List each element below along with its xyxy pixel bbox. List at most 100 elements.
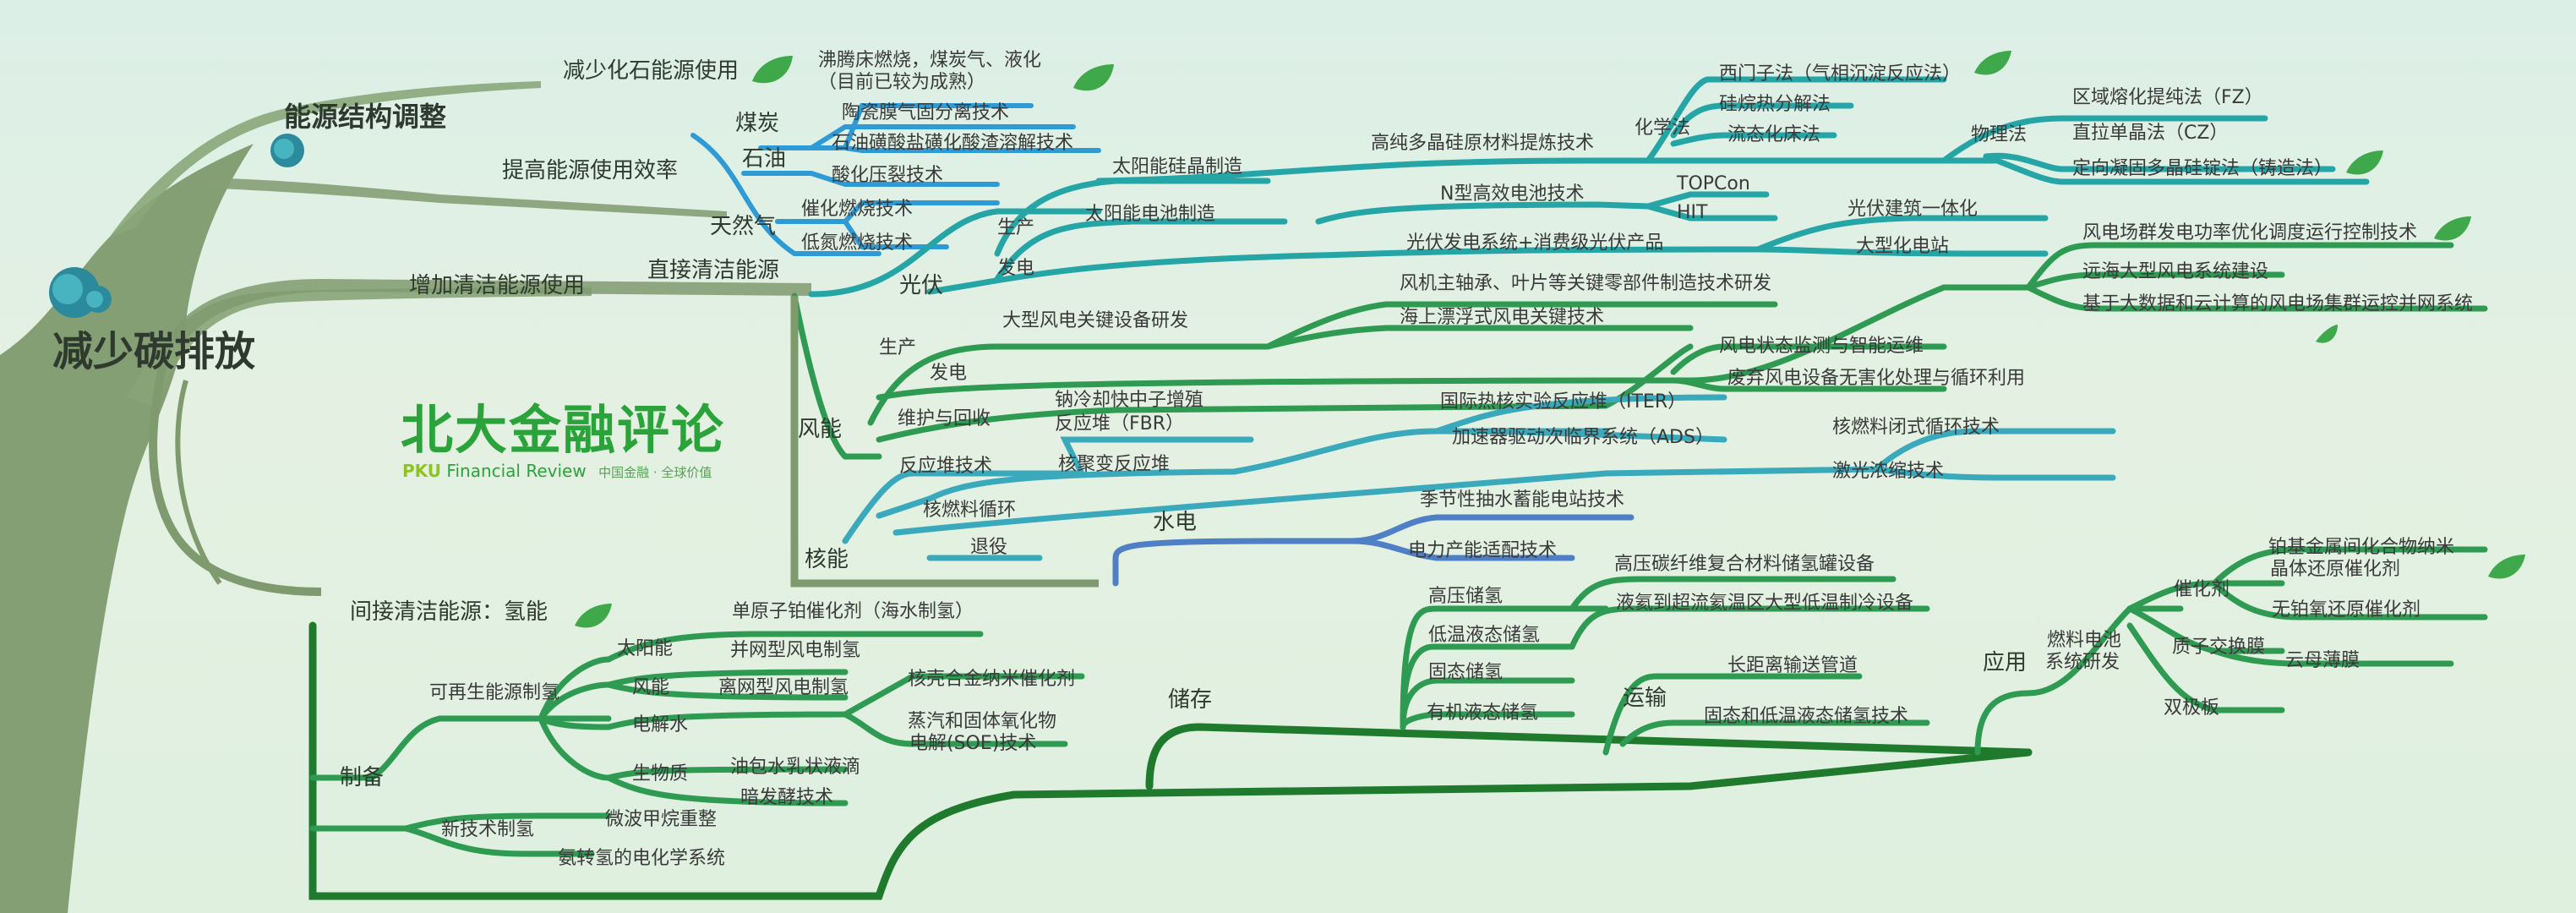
hydrogen-new-tech: 新技术制氢 xyxy=(441,819,535,840)
storage-tech-1: 高压碳纤维复合材料储氢罐设备 xyxy=(1614,554,1875,575)
wind-maintain: 维护与回收 xyxy=(898,408,991,429)
storage-4: 有机液态储氢 xyxy=(1427,703,1539,724)
hydrogen-solar: 太阳能 xyxy=(617,638,674,659)
reduce-fossil-label: 减少化石能源使用 xyxy=(563,58,740,84)
wind-equipment: 大型风电关键设备研发 xyxy=(1002,310,1189,331)
gas-item-2: 低氮燃烧技术 xyxy=(801,232,914,254)
coal-item-3: 陶瓷膜气固分离技术 xyxy=(842,102,1010,123)
bipolar: 双极板 xyxy=(2164,697,2220,719)
fuel-cell: 燃料电池 xyxy=(2047,630,2122,651)
hydrogen-new-2: 氨转氢的电化学系统 xyxy=(558,848,726,869)
wind-gen-1: 风电场群发电功率优化调度运行控制技术 xyxy=(2082,222,2418,243)
hydrogen-application: 应用 xyxy=(1983,650,2028,675)
tree-branch-lower xyxy=(149,336,322,596)
hydrogen-bio-2: 暗发酵技术 xyxy=(740,787,834,808)
pv-produce: 生产 xyxy=(997,217,1035,238)
membrane: 质子交换膜 xyxy=(2172,637,2266,658)
wind-gen-2: 远海大型风电系统建设 xyxy=(2082,261,2269,282)
transport-1: 长距离输送管道 xyxy=(1727,655,1858,676)
hydrogen-storage: 储存 xyxy=(1168,687,1213,713)
pv-branches xyxy=(808,76,2370,298)
pv-silicon-mfg: 太阳能硅晶制造 xyxy=(1112,156,1243,178)
hydro-1: 季节性抽水蓄能电站技术 xyxy=(1420,489,1625,511)
hydro-branches xyxy=(1112,514,1635,587)
hydrogen-transport: 运输 xyxy=(1623,686,1667,711)
storage-1: 高压储氢 xyxy=(1428,586,1504,607)
pv-phys-1: 区域熔化提纯法（FZ） xyxy=(2072,87,2263,108)
hydrogen-elec-3: 电解(SOE)技术 xyxy=(909,733,1037,754)
brand-title: 北大金融评论 xyxy=(401,399,726,461)
hydrogen-renewable: 可再生能源制氢 xyxy=(429,682,560,703)
improve-efficiency-label: 提高能源使用效率 xyxy=(502,158,679,183)
hydro-2: 电力产能适配技术 xyxy=(1408,540,1558,561)
pv-system: 光伏发电系统+消费级光伏产品 xyxy=(1406,232,1664,254)
hydrogen-solar-item: 单原子铂催化剂（海水制氢） xyxy=(732,601,974,622)
hydrogen-wind: 风能 xyxy=(632,677,670,698)
pv-cell-mfg: 太阳能电池制造 xyxy=(1085,204,1216,225)
catalyst-1: 铂基金属间化合物纳米 xyxy=(2268,537,2455,558)
hydrogen-bio-1: 油包水乳状液滴 xyxy=(730,757,861,778)
storage-2: 低温液态储氢 xyxy=(1428,625,1541,646)
brand-slogan: 中国金融 · 全球价值 xyxy=(598,465,712,480)
tree-branch-efficiency xyxy=(186,178,727,218)
hydrogen-wind-2: 离网型风电制氢 xyxy=(718,677,849,698)
pv-chem-2: 硅烷热分解法 xyxy=(1719,94,1831,115)
direct-clean-label: 直接清洁能源 xyxy=(647,258,780,283)
nuclear-fbr-2: 反应堆（FBR） xyxy=(1055,413,1185,435)
hydrogen-elec-2: 蒸汽和固体氧化物 xyxy=(908,711,1057,732)
hydrogen-electrolysis: 电解水 xyxy=(632,714,689,735)
catalyst-3: 无铂氧还原催化剂 xyxy=(2272,599,2421,621)
increase-clean-label: 增加清洁能源使用 xyxy=(409,273,586,298)
tree-branch-hydrogen xyxy=(175,380,222,585)
wind-produce: 生产 xyxy=(879,337,917,358)
pv-generate: 发电 xyxy=(997,258,1035,279)
indirect-clean-label: 间接清洁能源：氢能 xyxy=(350,599,548,625)
brand-en-name: Financial Review xyxy=(446,461,587,481)
storage-tech-2: 液氦到超流氦温区大型低温制冷设备 xyxy=(1616,593,1914,614)
pv-system-2: 大型化电站 xyxy=(1856,236,1950,257)
coal-item-4: 石油磺酸盐磺化酸渣溶解技术 xyxy=(832,133,1074,154)
nuclear-label: 核能 xyxy=(805,547,849,572)
hydrogen-new-1: 微波甲烷重整 xyxy=(605,809,718,830)
hydrogen-branches xyxy=(309,546,2488,857)
pv-topcon: TOPCon xyxy=(1677,173,1750,194)
wind-equip-2: 海上漂浮式风电关键技术 xyxy=(1400,307,1605,328)
hydrogen-bio: 生物质 xyxy=(632,763,689,785)
gas-item-1: 催化燃烧技术 xyxy=(801,199,914,220)
wind-maint-2: 废弃风电设备无害化处理与循环利用 xyxy=(1727,368,2026,389)
pv-phys-3: 定向凝固多晶硅锭法（铸造法） xyxy=(2072,158,2333,179)
brand-pku: PKU xyxy=(402,461,442,481)
hydrogen-prepare: 制备 xyxy=(340,765,385,790)
pv-purify: 高纯多晶硅原材料提炼技术 xyxy=(1371,133,1595,154)
coal-item-2: （目前已较为成熟） xyxy=(818,72,986,93)
hydrogen-elec-1: 核壳合金纳米催化剂 xyxy=(908,669,1076,690)
hydrogen-wind-1: 并网型风电制氢 xyxy=(730,640,861,661)
pv-phys-method: 物理法 xyxy=(1971,124,2028,145)
nuclear-fuel-1: 核燃料闭式循环技术 xyxy=(1832,417,2000,438)
catalyst: 催化剂 xyxy=(2174,579,2230,600)
gas-label: 天然气 xyxy=(710,214,777,239)
nuclear-branches xyxy=(842,394,2116,561)
catalyst-2: 晶体还原催化剂 xyxy=(2270,559,2401,580)
tree-trunk xyxy=(0,144,254,913)
wind-branches xyxy=(791,242,2488,460)
oil-item-1: 酸化压裂技术 xyxy=(832,165,944,186)
storage-3: 固态储氢 xyxy=(1428,662,1504,683)
pv-chem-1: 西门子法（气相沉淀反应法） xyxy=(1719,63,1962,85)
nuclear-fusion: 核聚变反应堆 xyxy=(1058,454,1171,475)
pv-hit: HIT xyxy=(1677,202,1708,223)
wind-label: 风能 xyxy=(798,417,843,442)
energy-structure-label: 能源结构调整 xyxy=(284,101,447,133)
nuclear-decommission: 退役 xyxy=(970,537,1008,558)
wind-gen-3: 基于大数据和云计算的风电场集群运控并网系统 xyxy=(2082,293,2474,314)
transport-2: 固态和低温液态储氢技术 xyxy=(1704,706,1909,727)
coal-item-1: 沸腾床燃烧，煤炭气、液化 xyxy=(818,50,1042,71)
nuclear-reactor: 反应堆技术 xyxy=(899,456,993,477)
brand-subtitle: PKU Financial Review 中国金融 · 全球价值 xyxy=(402,462,712,482)
nuclear-fusion-2: 加速器驱动次临界系统（ADS） xyxy=(1452,427,1714,448)
tree-branch-upper xyxy=(110,81,541,237)
pv-n-cell: N型高效电池技术 xyxy=(1440,183,1585,205)
root-label: 减少碳排放 xyxy=(52,328,256,375)
wind-maint-1: 风电状态监测与智能运维 xyxy=(1719,336,1924,357)
decorative-leaves xyxy=(575,51,2525,628)
